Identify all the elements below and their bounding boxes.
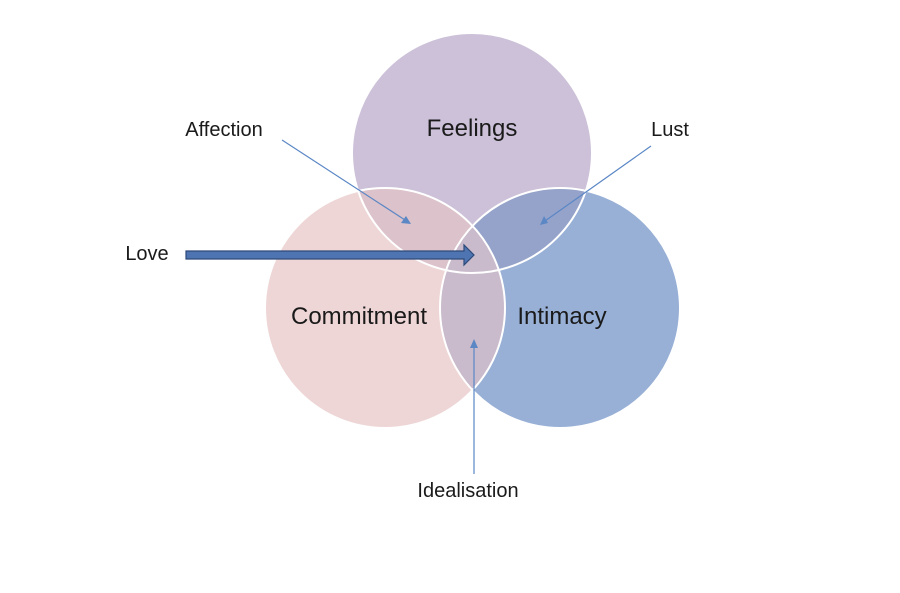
feelings-intimacy-overlap: [440, 188, 592, 273]
feelings-label: Feelings: [427, 115, 518, 142]
intimacy-outline: [439, 187, 681, 429]
love-arrow: [185, 243, 475, 267]
affection-label: Affection: [185, 119, 262, 141]
intimacy-label: Intimacy: [517, 303, 606, 330]
feelings-commitment-overlap: [352, 188, 505, 273]
idealisation-label: Idealisation: [417, 480, 518, 502]
love-label: Love: [125, 243, 168, 265]
affection-callout-line: [281, 139, 411, 224]
idealisation-callout-line: [470, 339, 478, 474]
feelings-outline: [351, 32, 593, 274]
lust-label: Lust: [651, 119, 689, 141]
commitment-outline: [264, 187, 506, 429]
commitment-label: Commitment: [291, 303, 427, 330]
lust-callout-line: [540, 145, 652, 225]
